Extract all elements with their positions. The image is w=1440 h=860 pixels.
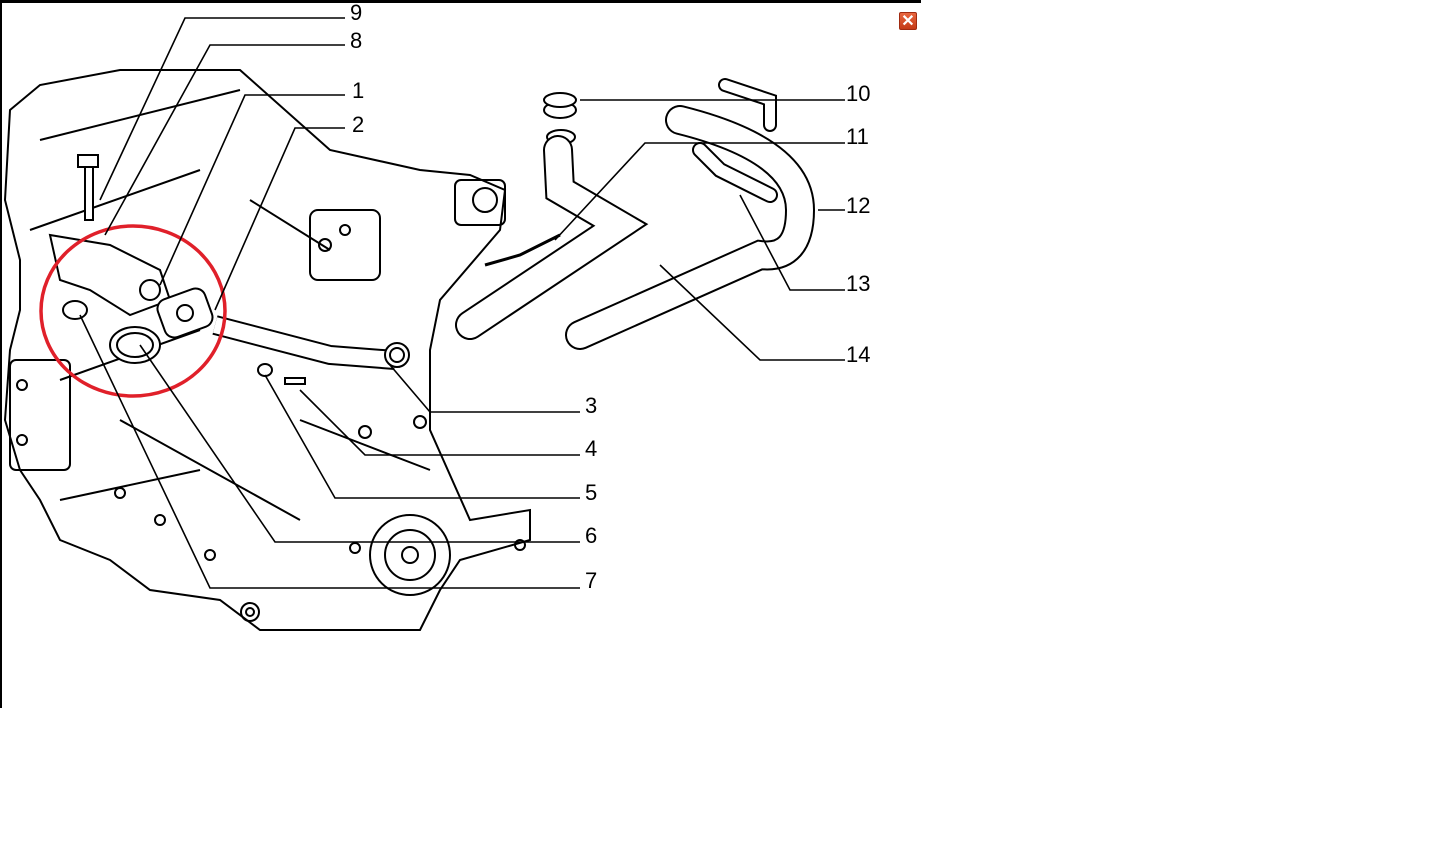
leader-lines	[79, 17, 845, 589]
callout-12: 12	[846, 193, 870, 218]
hoses	[455, 78, 816, 350]
frame-left-border	[0, 0, 2, 708]
callout-numbers: 9 8 1 2 10 11 12 13 14 3 4 5 6 7	[350, 0, 870, 593]
close-button[interactable]: ✕	[899, 12, 917, 30]
callout-3: 3	[585, 393, 597, 418]
callout-10: 10	[846, 81, 870, 106]
engine-block	[3, 69, 531, 631]
callout-13: 13	[846, 271, 870, 296]
callout-5: 5	[585, 480, 597, 505]
highlight-circle	[39, 224, 227, 398]
callout-9: 9	[350, 0, 362, 25]
callout-14: 14	[846, 342, 870, 367]
water-pipe	[212, 315, 410, 370]
callout-1: 1	[352, 78, 364, 103]
thermostat-parts	[48, 92, 577, 385]
callout-2: 2	[352, 112, 364, 137]
callout-8: 8	[350, 28, 362, 53]
callout-7: 7	[585, 568, 597, 593]
callout-4: 4	[585, 436, 597, 461]
callout-6: 6	[585, 523, 597, 548]
frame-top-border	[0, 0, 921, 3]
close-icon: ✕	[901, 13, 915, 30]
callout-11: 11	[846, 124, 869, 149]
